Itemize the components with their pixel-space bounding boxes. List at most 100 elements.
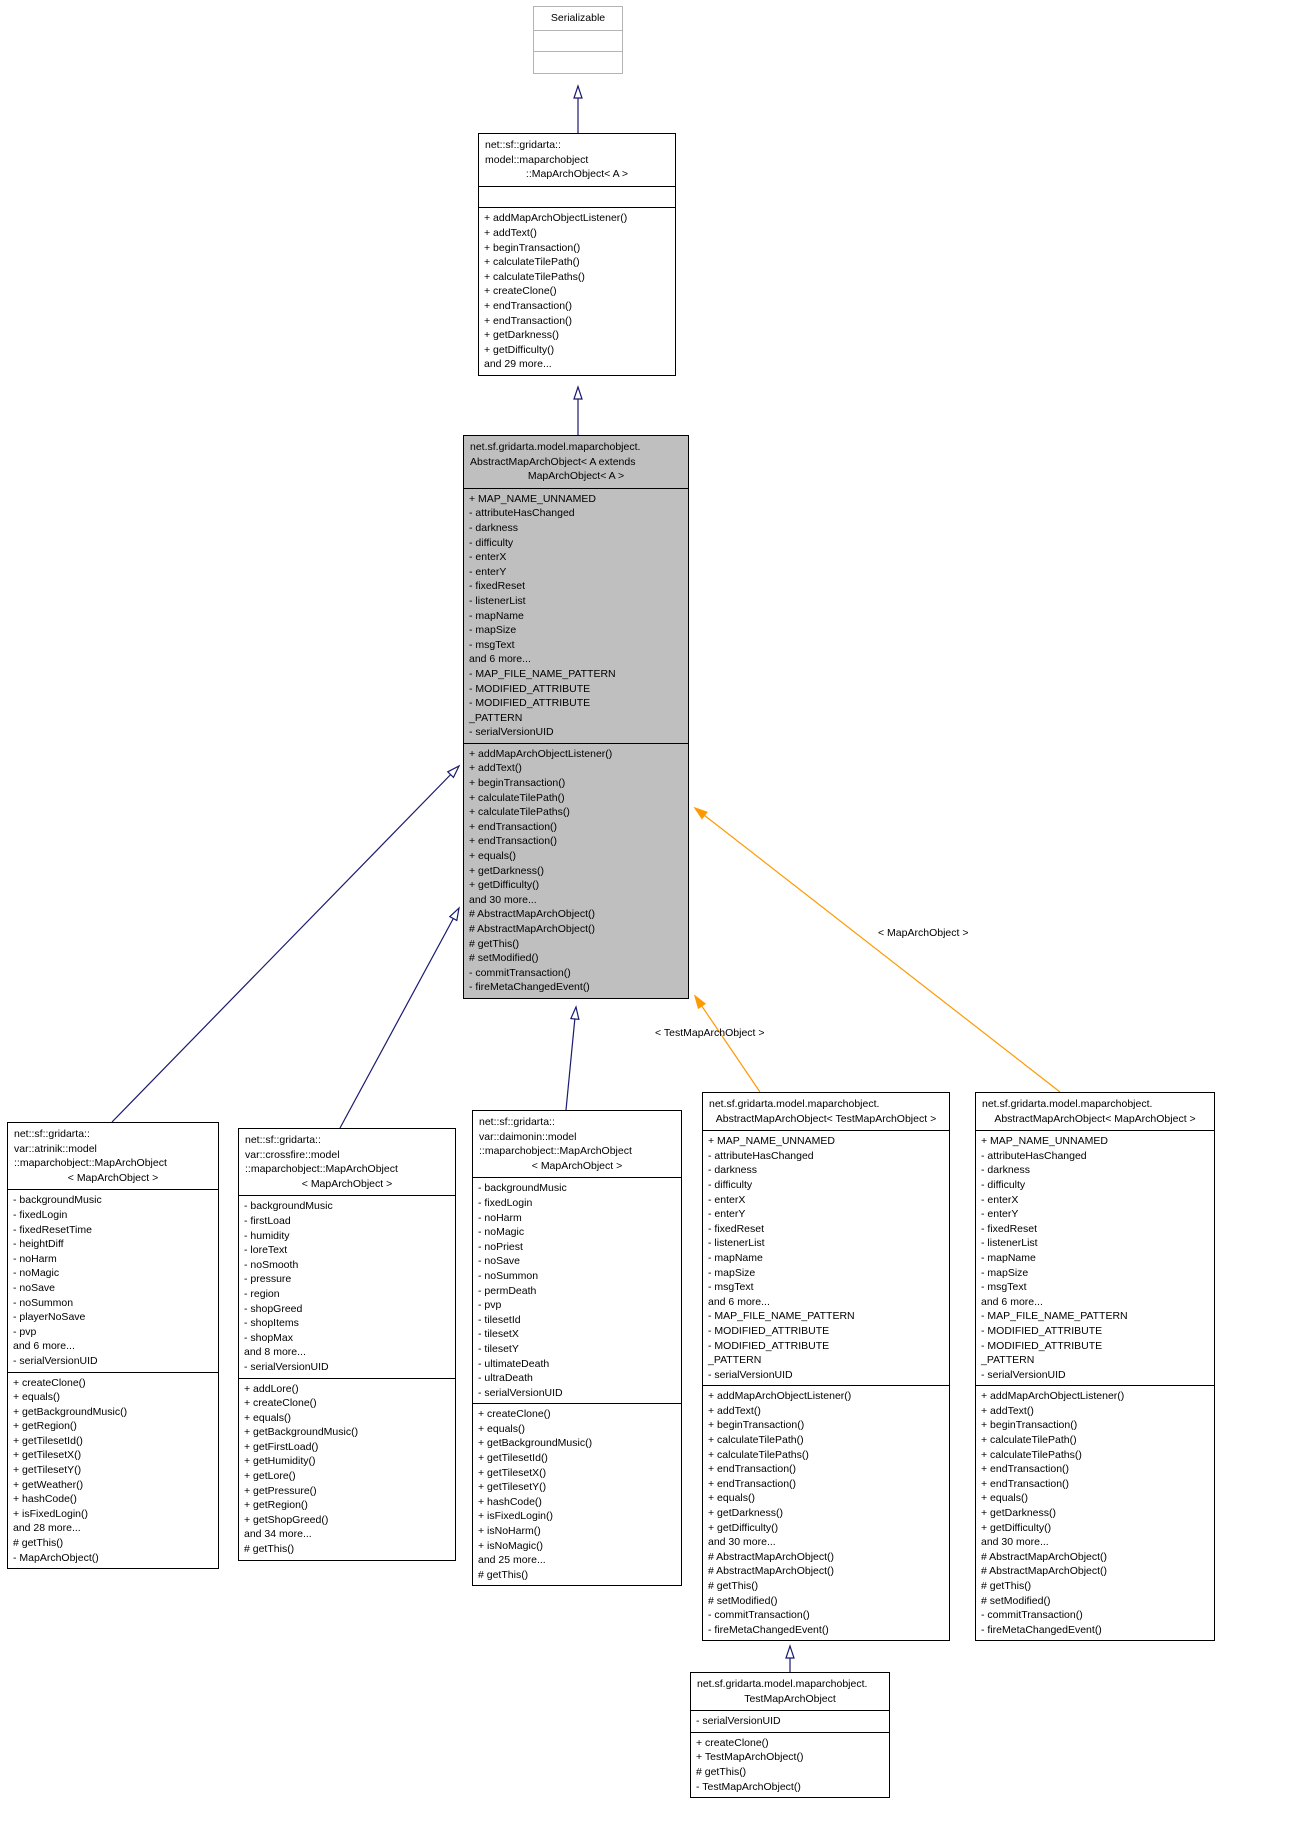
class-attributes: + MAP_NAME_UNNAMED- attributeHasChanged-… <box>976 1130 1214 1385</box>
attribute-line <box>539 34 617 49</box>
attribute-line: - listenerList <box>981 1237 1038 1250</box>
attribute-line: - playerNoSave <box>13 1311 86 1324</box>
attribute-line: - mapSize <box>469 624 517 637</box>
attribute-line: - shopItems <box>244 1317 299 1330</box>
method-line: + calculateTilePaths() <box>469 806 570 819</box>
method-line: + createClone() <box>13 1376 86 1389</box>
attribute-line: _PATTERN <box>708 1354 762 1367</box>
attribute-line: + MAP_NAME_UNNAMED <box>981 1135 1108 1148</box>
method-line: + addMapArchObjectListener() <box>708 1390 852 1403</box>
method-line: + calculateTilePaths() <box>708 1448 809 1461</box>
class-title-line: ::maparchobject::MapArchObject <box>245 1163 398 1176</box>
method-line: + getDarkness() <box>708 1507 783 1520</box>
class-title-line: ::maparchobject::MapArchObject <box>14 1157 167 1170</box>
method-line: + calculateTilePaths() <box>484 270 585 283</box>
attribute-line: - fixedReset <box>981 1222 1038 1235</box>
inheritance-edge <box>565 1005 580 1111</box>
class-title-line: net.sf.gridarta.model.maparchobject. <box>982 1098 1153 1110</box>
class-methods: + addMapArchObjectListener() + addText() +… <box>464 742 688 998</box>
attribute-line: - fixedReset <box>469 580 526 593</box>
class-box-abstract-maparchobject-testmaparchobject[interactable]: net.sf.gridarta.model.maparchobject.Abst… <box>702 1092 950 1642</box>
attribute-line: - region <box>244 1287 280 1300</box>
attribute-line: - attributeHasChanged <box>708 1149 814 1162</box>
attribute-line: - listenerList <box>469 594 526 607</box>
class-box-testmaparchobject[interactable]: net.sf.gridarta.model.maparchobject.Test… <box>690 1672 890 1799</box>
method-line: and 30 more... <box>469 893 537 906</box>
method-line: + getRegion() <box>244 1499 308 1512</box>
method-line: + isNoHarm() <box>478 1525 541 1538</box>
class-box-crossfire-maparchobject[interactable]: net::sf::gridarta::var::crossfire::model… <box>238 1128 456 1561</box>
method-line: + equals() <box>469 850 516 863</box>
method-line: + equals() <box>478 1422 525 1435</box>
method-line: + addMapArchObjectListener() <box>469 747 613 760</box>
class-title: net.sf.gridarta.model.maparchobject.Abst… <box>703 1093 949 1130</box>
method-line: + getPressure() <box>244 1484 317 1497</box>
attribute-line: and 6 more... <box>981 1295 1043 1308</box>
attribute-line: - mapName <box>708 1251 763 1264</box>
class-box-atrinik-maparchobject[interactable]: net::sf::gridarta::var::atrinik::model::… <box>7 1122 219 1570</box>
class-attributes: + MAP_NAME_UNNAMED- attributeHasChanged-… <box>464 487 688 743</box>
template-edge <box>693 994 761 1093</box>
method-line: + hashCode() <box>13 1493 77 1506</box>
attribute-line: - serialVersionUID <box>13 1354 98 1367</box>
class-box-daimonin-maparchobject[interactable]: net::sf::gridarta::var::daimonin::model:… <box>472 1110 682 1587</box>
class-box-serializable[interactable]: Serializable <box>533 6 623 74</box>
attribute-line: - msgText <box>469 638 515 651</box>
class-title-line: var::crossfire::model <box>245 1148 340 1161</box>
class-box-maparchobject-interface[interactable]: net::sf::gridarta::model::maparchobject:… <box>478 133 676 376</box>
method-line: + createClone() <box>244 1397 317 1410</box>
attribute-line: - backgroundMusic <box>478 1182 567 1195</box>
method-line: + calculateTilePath() <box>469 791 565 804</box>
method-line: + getDarkness() <box>484 329 559 342</box>
class-methods: + addMapArchObjectListener()+ addText() +… <box>703 1385 949 1640</box>
class-attributes: + MAP_NAME_UNNAMED- attributeHasChanged-… <box>703 1130 949 1385</box>
method-line: + addText() <box>484 226 537 239</box>
attribute-line: - noSave <box>478 1255 521 1268</box>
method-line: # AbstractMapArchObject() <box>469 908 596 921</box>
attribute-line: - noSummon <box>478 1269 539 1282</box>
method-line: + createClone() <box>484 285 557 298</box>
class-title-line: TestMapArchObject <box>744 1692 836 1705</box>
method-line: # AbstractMapArchObject() <box>469 923 596 935</box>
attribute-line: - attributeHasChanged <box>469 507 575 520</box>
attribute-line: - enterY <box>981 1208 1019 1221</box>
method-line: + hashCode() <box>478 1495 542 1508</box>
method-line: + addMapArchObjectListener() <box>484 212 628 225</box>
class-methods: + addMapArchObjectListener()+ addText() +… <box>479 207 675 375</box>
class-title: net::sf::gridarta::var::crossfire::model… <box>239 1129 455 1195</box>
method-line <box>539 55 617 70</box>
attribute-line: - MAP_FILE_NAME_PATTERN <box>708 1310 855 1323</box>
class-title-line: ::MapArchObject< A > <box>525 168 629 181</box>
class-title-line: net::sf::gridarta:: <box>479 1116 555 1128</box>
method-line: + equals() <box>981 1492 1028 1505</box>
method-line: + calculateTilePath() <box>708 1434 804 1447</box>
attribute-line: _PATTERN <box>981 1354 1035 1367</box>
method-line: + getDarkness() <box>981 1507 1056 1520</box>
attribute-line: - fixedLogin <box>478 1196 533 1209</box>
method-line: + calculateTilePath() <box>484 256 580 269</box>
method-line: and 30 more... <box>708 1536 776 1549</box>
method-line: # getThis() <box>981 1580 1032 1592</box>
class-title-line: net.sf.gridarta.model.maparchobject. <box>709 1098 880 1110</box>
attribute-line: - listenerList <box>708 1237 765 1250</box>
attribute-line: - noSummon <box>13 1296 74 1309</box>
attribute-line: - loreText <box>244 1244 288 1257</box>
method-line: + addText() <box>708 1404 761 1417</box>
attribute-line: - enterX <box>469 551 507 564</box>
class-title-line: var::atrinik::model <box>14 1142 97 1155</box>
method-line: + addText() <box>469 762 522 775</box>
method-line: + getBackgroundMusic() <box>478 1437 593 1450</box>
class-box-abstract-maparchobject[interactable]: net.sf.gridarta.model.maparchobject.Abst… <box>463 435 689 999</box>
method-line: + addText() <box>981 1404 1034 1417</box>
attribute-line: - mapName <box>469 609 524 622</box>
template-edge-label: < TestMapArchObject > <box>655 1027 765 1039</box>
method-line: + endTransaction() <box>484 299 573 312</box>
attribute-line: - mapName <box>981 1251 1036 1264</box>
class-title: net::sf::gridarta::var::daimonin::model:… <box>473 1111 681 1177</box>
method-line: + getLore() <box>244 1470 296 1483</box>
attribute-line: and 8 more... <box>244 1346 306 1359</box>
class-methods: + createClone()+ equals()+ getBackground… <box>473 1403 681 1585</box>
attribute-line: - MAP_FILE_NAME_PATTERN <box>469 667 616 680</box>
class-title: net.sf.gridarta.model.maparchobject.Abst… <box>464 436 688 488</box>
class-box-abstract-maparchobject-maparchobject[interactable]: net.sf.gridarta.model.maparchobject.Abst… <box>975 1092 1215 1642</box>
